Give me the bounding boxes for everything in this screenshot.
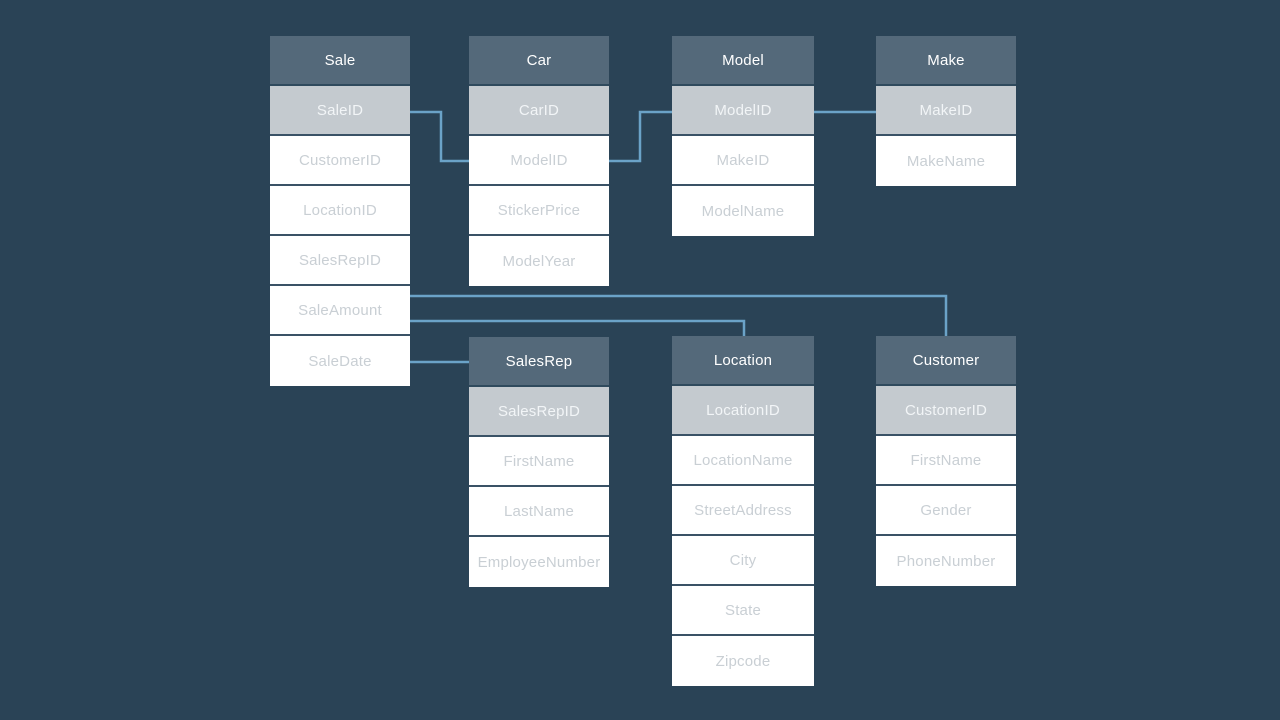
field-make-makename[interactable]: MakeName: [876, 136, 1016, 186]
field-car-modelyear[interactable]: ModelYear: [469, 236, 609, 286]
field-salesrep-lastname[interactable]: LastName: [469, 487, 609, 537]
field-car-modelid[interactable]: ModelID: [469, 136, 609, 186]
field-location-state[interactable]: State: [672, 586, 814, 636]
field-car-stickerprice[interactable]: StickerPrice: [469, 186, 609, 236]
field-salesrep-employeenumber[interactable]: EmployeeNumber: [469, 537, 609, 587]
connector-car-model: [609, 110, 673, 163]
field-model-modelname[interactable]: ModelName: [672, 186, 814, 236]
field-location-city[interactable]: City: [672, 536, 814, 586]
field-location-zipcode[interactable]: Zipcode: [672, 636, 814, 686]
connector-sale-car: [410, 110, 470, 163]
entity-title-location: Location: [672, 336, 814, 386]
field-make-makeid[interactable]: MakeID: [876, 86, 1016, 136]
connector-sale-customer: [410, 294, 948, 338]
field-customer-phonenumber[interactable]: PhoneNumber: [876, 536, 1016, 586]
field-sale-saleid[interactable]: SaleID: [270, 86, 410, 136]
field-model-modelid[interactable]: ModelID: [672, 86, 814, 136]
field-customer-customerid[interactable]: CustomerID: [876, 386, 1016, 436]
field-location-locationid[interactable]: LocationID: [672, 386, 814, 436]
field-location-locationname[interactable]: LocationName: [672, 436, 814, 486]
field-sale-salesrepid[interactable]: SalesRepID: [270, 236, 410, 286]
field-sale-locationid[interactable]: LocationID: [270, 186, 410, 236]
field-location-streetaddress[interactable]: StreetAddress: [672, 486, 814, 536]
entity-title-customer: Customer: [876, 336, 1016, 386]
field-model-makeid[interactable]: MakeID: [672, 136, 814, 186]
field-sale-saleamount[interactable]: SaleAmount: [270, 286, 410, 336]
entity-title-make: Make: [876, 36, 1016, 86]
field-salesrep-firstname[interactable]: FirstName: [469, 437, 609, 487]
field-salesrep-salesrepid[interactable]: SalesRepID: [469, 387, 609, 437]
entity-title-model: Model: [672, 36, 814, 86]
field-sale-customerid[interactable]: CustomerID: [270, 136, 410, 186]
field-customer-gender[interactable]: Gender: [876, 486, 1016, 536]
field-customer-firstname[interactable]: FirstName: [876, 436, 1016, 486]
entity-title-car: Car: [469, 36, 609, 86]
entity-title-salesrep: SalesRep: [469, 337, 609, 387]
field-car-carid[interactable]: CarID: [469, 86, 609, 136]
entity-title-sale: Sale: [270, 36, 410, 86]
field-sale-saledate[interactable]: SaleDate: [270, 336, 410, 386]
